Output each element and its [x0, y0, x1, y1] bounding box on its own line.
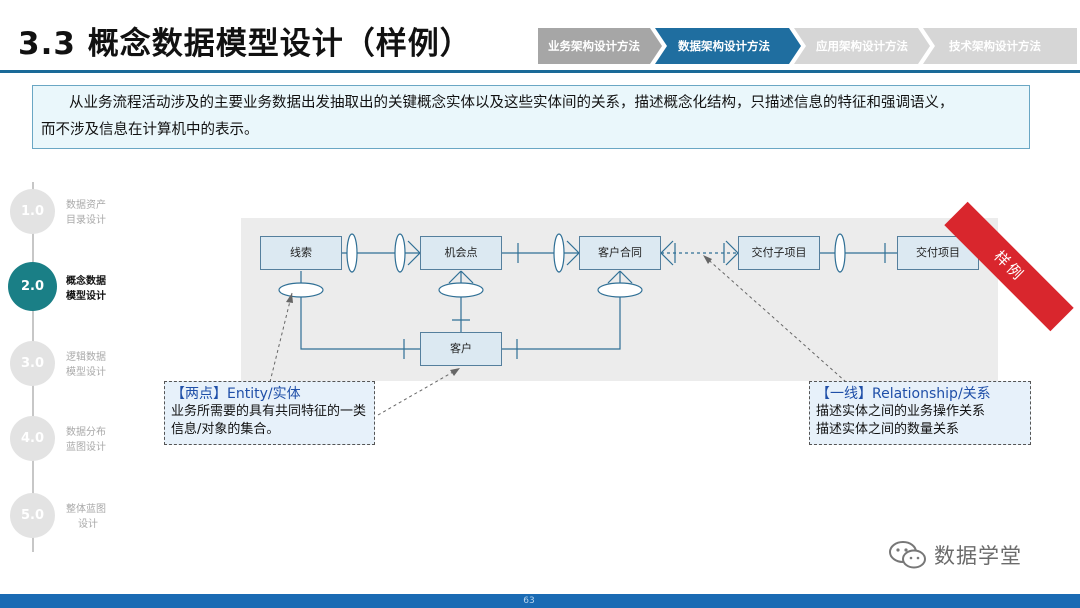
description-line2: 而不涉及信息在计算机中的表示。 [41, 122, 259, 138]
sidebar-item-2-0-label: 概念数据 模型设计 [66, 274, 126, 304]
sidebar-label-line: 概念数据 [66, 276, 106, 287]
sidebar-item-3-0-label: 逻辑数据 模型设计 [66, 350, 126, 380]
entity-customer: 客户 [420, 332, 502, 366]
step-shape [923, 28, 1077, 64]
sidebar-label-line: 蓝图设计 [66, 442, 106, 453]
step-technical-architecture[interactable]: 技术架构设计方法 [923, 28, 1077, 64]
callout-entity-line2: 信息/对象的集合。 [171, 422, 280, 437]
sidebar-item-3-0[interactable]: 3.0 [10, 341, 55, 386]
entity-opportunity: 机会点 [420, 236, 502, 270]
callout-relationship-line1: 描述实体之间的业务操作关系 [816, 404, 986, 419]
title-divider [0, 70, 1080, 73]
callout-relationship: 【一线】Relationship/关系 描述实体之间的业务操作关系 描述实体之间… [809, 381, 1031, 445]
step-business-architecture[interactable]: 业务架构设计方法 [538, 28, 662, 64]
sidebar-item-1-0-label: 数据资产 目录设计 [66, 198, 126, 228]
step-shape [655, 28, 801, 64]
step-label: 应用架构设计方法 [816, 39, 908, 53]
step-label: 数据架构设计方法 [678, 39, 770, 53]
callout-entity: 【两点】Entity/实体 业务所需要的具有共同特征的一类 信息/对象的集合。 [164, 381, 375, 445]
entity-delivery-subproject: 交付子项目 [738, 236, 820, 270]
watermark: 数据学堂 [888, 540, 1022, 570]
sidebar-label-line: 逻辑数据 [66, 352, 106, 363]
sidebar-item-5-0[interactable]: 5.0 [10, 493, 55, 538]
step-shape [538, 28, 662, 64]
sidebar-item-4-0-label: 数据分布 蓝图设计 [66, 425, 126, 455]
step-label: 技术架构设计方法 [949, 39, 1041, 53]
step-application-architecture[interactable]: 应用架构设计方法 [794, 28, 930, 64]
callout-entity-line1: 业务所需要的具有共同特征的一类 [171, 404, 367, 419]
description-line1: 从业务流程活动涉及的主要业务数据出发抽取出的关键概念实体以及这些实体间的关系，描… [69, 95, 954, 111]
step-data-architecture[interactable]: 数据架构设计方法 [655, 28, 801, 64]
sidebar-label-line: 数据分布 [66, 427, 106, 438]
step-label: 业务架构设计方法 [548, 39, 640, 53]
entity-delivery-project: 交付项目 [897, 236, 979, 270]
callout-relationship-title: 【一线】Relationship/关系 [816, 386, 991, 402]
entity-lead: 线索 [260, 236, 342, 270]
sidebar-label-line: 目录设计 [66, 215, 106, 226]
page-title: 3.3 概念数据模型设计（样例） [18, 26, 472, 62]
sidebar-label-line: 设计 [78, 519, 98, 530]
sidebar-item-1-0[interactable]: 1.0 [10, 189, 55, 234]
entity-customer-contract: 客户合同 [579, 236, 661, 270]
wechat-icon [889, 541, 926, 569]
footer-bar [0, 594, 1080, 608]
sidebar-label-line: 模型设计 [66, 291, 106, 302]
sidebar-item-4-0[interactable]: 4.0 [10, 416, 55, 461]
method-steps: 业务架构设计方法 数据架构设计方法 应用架构设计方法 技术架构设计方法 [538, 28, 1078, 64]
step-shape [794, 28, 930, 64]
page-number: 63 [523, 596, 535, 606]
sidebar-item-5-0-label: 整体蓝图 设计 [66, 502, 126, 532]
callout-entity-title: 【两点】Entity/实体 [171, 386, 301, 402]
description-box: 从业务流程活动涉及的主要业务数据出发抽取出的关键概念实体以及这些实体间的关系，描… [32, 85, 1030, 149]
sidebar-item-2-0[interactable]: 2.0 [8, 262, 57, 311]
callout-relationship-line2: 描述实体之间的数量关系 [816, 422, 960, 437]
sidebar-label-line: 数据资产 [66, 200, 106, 211]
sidebar-label-line: 模型设计 [66, 367, 106, 378]
sidebar-label-line: 整体蓝图 [66, 504, 106, 515]
watermark-text: 数据学堂 [934, 544, 1022, 568]
